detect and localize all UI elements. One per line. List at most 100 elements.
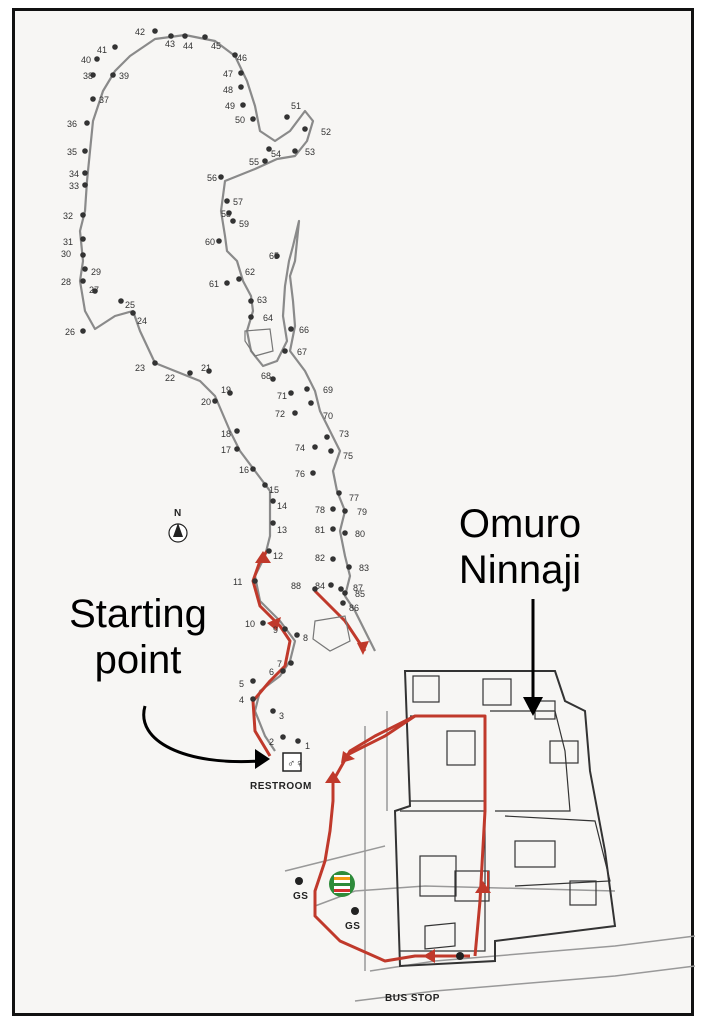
station-marker-59[interactable]: 59 — [230, 218, 249, 229]
station-marker-82[interactable]: 82 — [315, 553, 336, 563]
station-marker-18[interactable]: 18 — [221, 428, 240, 439]
station-marker-76[interactable]: 76 — [295, 469, 316, 479]
station-marker-11[interactable]: 11 — [233, 577, 258, 587]
station-marker-9[interactable]: 9 — [273, 625, 288, 635]
station-marker-88[interactable]: 88 — [291, 581, 318, 592]
station-marker-57[interactable]: 57 — [224, 197, 243, 207]
station-marker-74[interactable]: 74 — [295, 443, 318, 453]
station-marker-64[interactable]: 64 — [248, 313, 273, 323]
station-marker-77[interactable]: 77 — [336, 490, 359, 503]
station-number: 19 — [221, 385, 231, 395]
station-marker-61[interactable]: 61 — [209, 279, 230, 289]
station-marker-48[interactable]: 48 — [223, 84, 244, 95]
station-marker-27[interactable]: 27 — [89, 285, 99, 295]
station-marker-21[interactable]: 21 — [201, 363, 212, 374]
station-marker-78[interactable]: 78 — [315, 505, 336, 515]
station-marker-5[interactable]: 5 — [239, 678, 256, 689]
station-dot — [274, 253, 280, 259]
station-marker-32[interactable]: 32 — [63, 211, 86, 221]
station-number: 20 — [201, 397, 211, 407]
station-marker-87[interactable]: 87 — [338, 583, 363, 593]
station-marker-58[interactable]: 58 — [221, 209, 232, 219]
station-marker-36[interactable]: 36 — [67, 119, 90, 129]
station-marker-72[interactable]: 72 — [275, 409, 298, 419]
station-marker-73[interactable]: 73 — [324, 429, 349, 440]
station-marker-17[interactable]: 17 — [221, 445, 240, 455]
station-marker-30[interactable]: 30 — [61, 249, 86, 259]
station-marker-63[interactable]: 63 — [248, 295, 267, 305]
station-marker-29[interactable]: 29 — [82, 266, 101, 277]
station-marker-28[interactable]: 28 — [61, 277, 86, 287]
restroom-marker[interactable]: ♂♀ RESTROOM — [250, 752, 312, 792]
station-marker-67[interactable]: 67 — [282, 347, 307, 357]
station-marker-52[interactable]: 52 — [302, 126, 331, 137]
station-marker-44[interactable]: 44 — [182, 33, 193, 51]
station-number: 62 — [245, 267, 255, 277]
station-marker-62[interactable]: 62 — [236, 267, 255, 282]
station-marker-53[interactable]: 53 — [292, 147, 315, 157]
station-marker-19[interactable]: 19 — [221, 385, 233, 396]
station-marker-47[interactable]: 47 — [223, 69, 244, 79]
station-marker-70[interactable]: 70 — [308, 400, 333, 421]
station-marker-3[interactable]: 3 — [270, 708, 284, 721]
station-marker-24[interactable]: 24 — [130, 310, 147, 326]
station-marker-56[interactable]: 56 — [207, 173, 224, 183]
station-marker-49[interactable]: 49 — [225, 101, 246, 111]
station-marker-16[interactable]: 16 — [239, 465, 256, 475]
station-marker-25[interactable]: 25 — [118, 298, 135, 310]
station-dot — [280, 734, 286, 740]
station-dot — [262, 158, 268, 164]
station-marker-23[interactable]: 23 — [135, 360, 158, 373]
seven-eleven-logo[interactable] — [329, 871, 355, 897]
station-marker-22[interactable]: 22 — [165, 370, 193, 383]
station-marker-12[interactable]: 12 — [266, 548, 283, 561]
station-marker-37[interactable]: 37 — [90, 95, 109, 105]
station-marker-4[interactable]: 4 — [239, 695, 256, 705]
station-marker-51[interactable]: 51 — [284, 101, 301, 120]
station-marker-8[interactable]: 8 — [294, 632, 308, 643]
station-marker-10[interactable]: 10 — [245, 619, 266, 629]
station-marker-40[interactable]: 40 — [81, 55, 100, 65]
station-marker-86[interactable]: 86 — [340, 600, 359, 613]
station-marker-7[interactable]: 7 — [277, 659, 294, 669]
station-marker-50[interactable]: 50 — [235, 115, 256, 125]
station-marker-13[interactable]: 13 — [270, 520, 287, 535]
station-marker-60[interactable]: 60 — [205, 237, 222, 247]
station-marker-55[interactable]: 55 — [249, 157, 268, 167]
station-marker-39[interactable]: 39 — [110, 71, 129, 81]
station-marker-1[interactable]: 1 — [295, 738, 310, 751]
station-marker-42[interactable]: 42 — [135, 27, 158, 37]
station-marker-81[interactable]: 81 — [315, 525, 336, 535]
station-marker-68[interactable]: 68 — [261, 371, 276, 382]
station-marker-84[interactable]: 84 — [315, 581, 334, 591]
station-marker-20[interactable]: 20 — [201, 397, 218, 407]
station-marker-15[interactable]: 15 — [262, 482, 279, 495]
station-marker-6[interactable]: 6 — [269, 667, 286, 677]
station-marker-46[interactable]: 46 — [232, 52, 247, 63]
station-marker-71[interactable]: 71 — [277, 390, 294, 401]
bus-stop-icon[interactable] — [456, 952, 464, 960]
station-marker-38[interactable]: 38 — [83, 71, 96, 81]
station-marker-54[interactable]: 54 — [266, 146, 281, 159]
station-marker-14[interactable]: 14 — [270, 498, 287, 511]
station-marker-34[interactable]: 34 — [69, 169, 88, 179]
station-marker-35[interactable]: 35 — [67, 147, 88, 157]
station-marker-79[interactable]: 79 — [342, 507, 367, 517]
station-marker-43[interactable]: 43 — [165, 33, 175, 49]
station-marker-85[interactable]: 85 — [342, 589, 365, 599]
station-marker-31[interactable]: 31 — [63, 236, 86, 247]
station-marker-41[interactable]: 41 — [97, 44, 118, 55]
station-marker-80[interactable]: 80 — [342, 529, 365, 539]
station-marker-69[interactable]: 69 — [304, 385, 333, 395]
station-number: 27 — [89, 285, 99, 295]
station-marker-65[interactable]: 65 — [269, 251, 280, 261]
station-marker-66[interactable]: 66 — [288, 325, 309, 335]
station-number: 45 — [211, 41, 221, 51]
station-marker-26[interactable]: 26 — [65, 327, 86, 337]
station-number: 71 — [277, 391, 287, 401]
station-marker-83[interactable]: 83 — [346, 563, 369, 573]
station-marker-75[interactable]: 75 — [328, 448, 353, 461]
station-marker-2[interactable]: 2 — [269, 734, 286, 747]
station-marker-45[interactable]: 45 — [202, 34, 221, 51]
station-marker-33[interactable]: 33 — [69, 181, 88, 191]
